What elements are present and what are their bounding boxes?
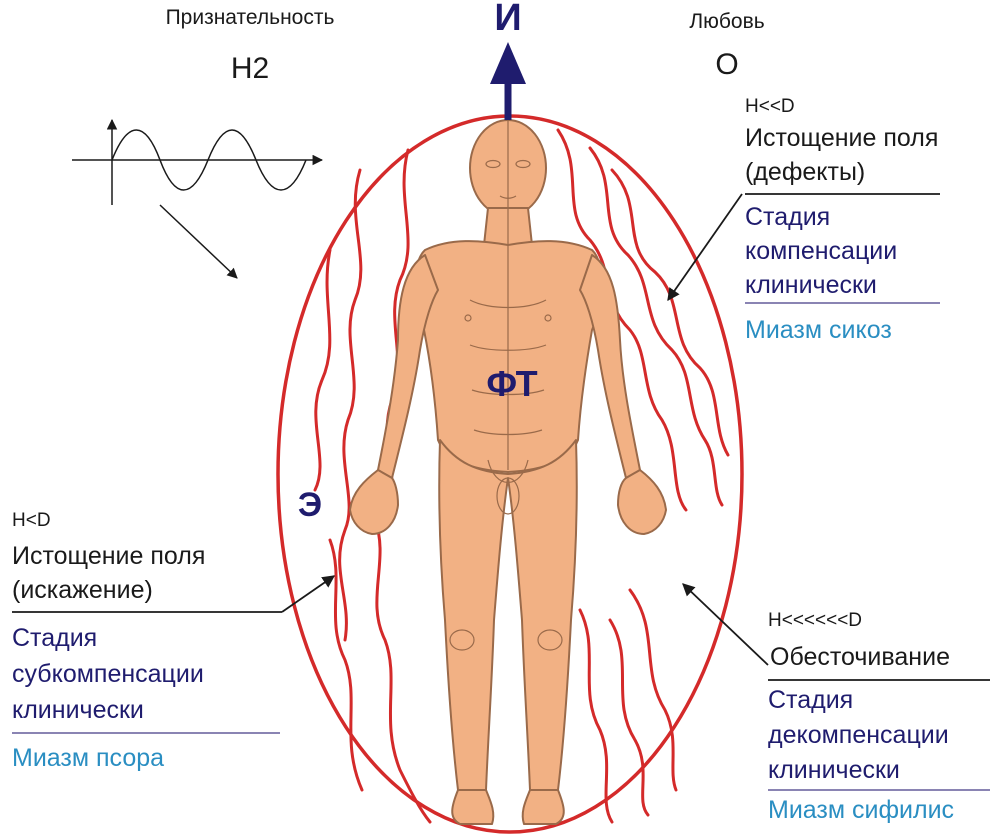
- field-line-right-6: [628, 588, 678, 792]
- upper-right-ratio: H<<D: [745, 96, 795, 117]
- pointer-arrow-left: [281, 575, 336, 613]
- figure-foot-left: [451, 789, 495, 825]
- figure-arm-left: [377, 254, 439, 479]
- figure-foot-right: [521, 789, 565, 825]
- left-line2: (искажение): [12, 576, 153, 604]
- left-stage3: клинически: [12, 696, 144, 724]
- arrow-letter-label: И: [494, 0, 521, 39]
- pointer-arrows: [281, 193, 769, 666]
- figure-hand-right: [617, 469, 667, 535]
- wave-pointer-arrow: [159, 204, 238, 279]
- field-line-right-2: [588, 146, 724, 507]
- upper-right-stage2: компенсации: [745, 237, 897, 265]
- upper-right-miasm: Миазм сикоз: [745, 316, 892, 344]
- lower-right-ratio: H<<<<<<D: [768, 610, 862, 631]
- lower-right-stage1: Стадия: [768, 686, 853, 714]
- body-label: ФТ: [486, 363, 537, 404]
- lower-right-stage2: декомпенсации: [768, 721, 949, 749]
- field-line-right-5: [608, 618, 650, 817]
- figure-legs: [438, 439, 578, 791]
- lower-right-line1: Обесточивание: [770, 643, 950, 671]
- figure-hand-left: [349, 469, 399, 535]
- left-stage1: Стадия: [12, 624, 97, 652]
- love-label: Любовь: [689, 10, 764, 33]
- lower-right-miasm: Миазм сифилис: [768, 796, 954, 824]
- gratitude-label: Признательность: [166, 6, 335, 29]
- figure-arm-right: [579, 254, 641, 479]
- upper-right-stage1: Стадия: [745, 203, 830, 231]
- left-stage2: субкомпенсации: [12, 660, 204, 688]
- field-line-right-3: [610, 168, 730, 457]
- pointer-arrow-upper-right: [667, 193, 743, 302]
- vertical-arrow-head: [490, 42, 526, 84]
- field-line-left-5: [373, 518, 432, 824]
- left-line1: Истощение поля: [12, 542, 205, 570]
- field-line-left-1: [313, 248, 332, 492]
- field-lines: [313, 128, 730, 824]
- figure-details: [449, 120, 563, 651]
- field-line-right-4: [578, 608, 614, 824]
- pointer-arrow-lower-right: [682, 583, 769, 666]
- sine-wave-graph: [72, 118, 324, 279]
- sine-wave-curve: [111, 129, 307, 191]
- left-ratio: H<D: [12, 510, 51, 531]
- upper-right-line1: Истощение поля: [745, 124, 938, 152]
- field-label: Э: [298, 486, 322, 524]
- h2-symbol: H2: [231, 52, 269, 85]
- vertical-arrow: [490, 42, 526, 120]
- o-symbol: O: [715, 48, 738, 81]
- field-line-left-2: [338, 168, 363, 642]
- field-line-left-4: [328, 538, 364, 792]
- lower-right-stage3: клинически: [768, 756, 900, 784]
- upper-right-stage3: клинически: [745, 271, 877, 299]
- left-miasm: Миазм псора: [12, 744, 164, 772]
- upper-right-line2: (дефекты): [745, 158, 865, 186]
- field-line-right-1: [556, 128, 688, 512]
- divider-lines: [12, 193, 990, 791]
